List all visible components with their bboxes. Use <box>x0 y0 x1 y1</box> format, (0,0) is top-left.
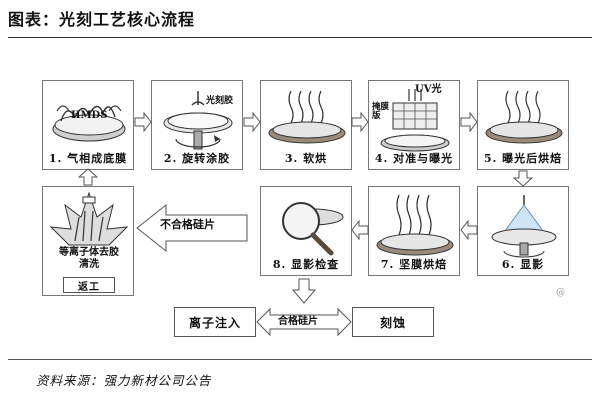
arrow-up-icon <box>78 168 98 186</box>
etch-box: 刻蚀 <box>352 307 434 337</box>
arrow-right-icon <box>351 112 369 132</box>
arrow-down-icon <box>292 278 316 304</box>
mask-label: 掩膜版 <box>372 102 390 121</box>
qualified-double-arrow <box>256 307 352 337</box>
arrow-down-icon <box>513 170 533 187</box>
step-5-caption: 5. 曝光后烘焙 <box>483 152 563 165</box>
step-4-caption: 4. 对准与曝光 <box>374 152 454 165</box>
unqualified-arrow <box>136 203 248 253</box>
step-3-soft-bake: 3. 软烘 <box>260 80 352 170</box>
mask-exposure-icon <box>380 89 450 152</box>
arrow-right-icon <box>243 112 261 132</box>
spin-coater-icon <box>163 91 233 150</box>
step-1-caption: 1. 气相成底膜 <box>48 152 128 165</box>
step-6-develop: 6. 显影 <box>477 186 569 276</box>
bottom-divider <box>8 359 592 360</box>
step-2-caption: 2. 旋转涂胶 <box>163 152 231 165</box>
arrow-left-icon <box>351 220 369 240</box>
hotplate-icon <box>268 90 346 144</box>
arrow-left-icon <box>460 220 478 240</box>
watermark: @ <box>556 288 565 298</box>
hotplate-icon <box>485 90 563 144</box>
step-6-caption: 6. 显影 <box>501 258 545 271</box>
step-2-spin-coat: 光刻胶 2. 旋转涂胶 <box>151 80 243 170</box>
step-3-caption: 3. 软烘 <box>284 152 328 165</box>
developer-spray-icon <box>491 195 557 258</box>
step-8-inspection: 8. 显影检查 <box>260 186 352 276</box>
hotplate-icon <box>376 194 454 256</box>
top-divider <box>8 37 592 38</box>
ion-implant-box: 离子注入 <box>174 307 256 337</box>
qualified-label: 合格硅片 <box>278 316 318 327</box>
plasma-strip-label: 等离子体去胶清洗 <box>59 247 119 270</box>
step-7-caption: 7. 坚膜烘焙 <box>380 258 448 271</box>
rework-box: 返工 <box>63 277 115 293</box>
arrow-right-icon <box>460 112 478 132</box>
step-8-caption: 8. 显影检查 <box>272 258 340 271</box>
source-note: 资料来源：强力新材公司公告 <box>36 373 212 388</box>
step-4-align-expose: UV光 掩膜版 4. 对准与曝光 <box>368 80 460 170</box>
step-1-vapor-prime: HMDS 1. 气相成底膜 <box>42 80 134 170</box>
arrow-right-icon <box>134 112 152 132</box>
unqualified-label: 不合格硅片 <box>160 218 215 231</box>
hmds-label: HMDS <box>71 110 108 121</box>
wafer-hmds-icon <box>52 105 126 142</box>
step-7-hard-bake: 7. 坚膜烘焙 <box>368 186 460 276</box>
photoresist-label: 光刻胶 <box>206 96 234 106</box>
figure-title: 图表：光刻工艺核心流程 <box>8 10 196 29</box>
plasma-strip-box: 等离子体去胶清洗 返工 <box>42 186 134 296</box>
plasma-flame-icon <box>49 191 129 246</box>
magnifier-icon <box>282 202 344 256</box>
step-5-post-exposure-bake: 5. 曝光后烘焙 <box>477 80 569 170</box>
uv-light-label: UV光 <box>415 84 442 95</box>
